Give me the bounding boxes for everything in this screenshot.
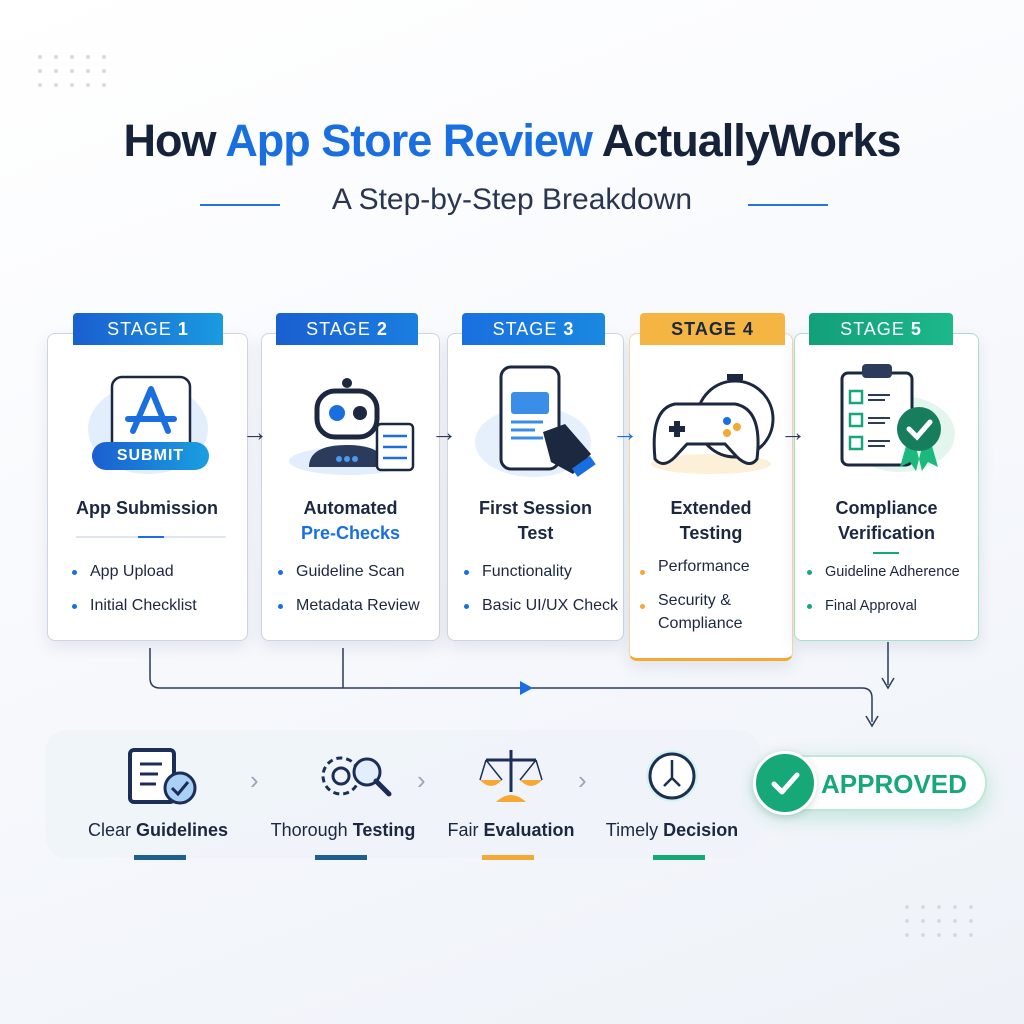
clipboard-badge-icon bbox=[840, 364, 955, 472]
stage-title: App Submission bbox=[75, 498, 218, 518]
checkmark-icon bbox=[753, 751, 817, 815]
stage-bullets: Guideline Adherence Final Approval bbox=[807, 555, 960, 623]
bullet-item: Initial Checklist bbox=[72, 589, 197, 623]
underline-bar bbox=[315, 855, 367, 860]
robot-checklist-icon bbox=[289, 378, 415, 475]
gear-magnifier-icon bbox=[321, 756, 392, 797]
approved-label: APPROVED bbox=[821, 769, 967, 799]
divider bbox=[76, 536, 226, 538]
submit-badge: SUBMIT bbox=[92, 442, 209, 470]
bullet-item: Basic UI/UX Check bbox=[464, 589, 618, 623]
bullet-item: Security & Compliance bbox=[640, 589, 790, 635]
flow-arrowhead bbox=[520, 681, 533, 695]
stage-bullets: Functionality Basic UI/UX Check bbox=[464, 555, 618, 623]
page-subtitle: A Step-by-Step Breakdown bbox=[331, 183, 693, 216]
bullet-item: Guideline Scan bbox=[278, 555, 420, 589]
underline-bar bbox=[482, 855, 534, 860]
divider bbox=[200, 204, 280, 206]
chevron-right-icon: › bbox=[578, 765, 587, 795]
arrow-right-icon: → bbox=[242, 417, 268, 447]
principle-label: Clear Guidelines bbox=[87, 820, 229, 840]
arrow-right-icon: → bbox=[431, 417, 457, 447]
decorative-dots bbox=[38, 55, 108, 87]
arrow-right-icon: → bbox=[780, 417, 806, 447]
approved-badge: APPROVED bbox=[753, 751, 987, 815]
bullet-item: Metadata Review bbox=[278, 589, 420, 623]
bullet-item: Performance bbox=[640, 555, 790, 578]
page-title: How App Store Review ActuallyWorks bbox=[123, 115, 901, 166]
underline-bar bbox=[134, 855, 186, 860]
stage-bullets: Guideline Scan Metadata Review bbox=[278, 555, 420, 623]
stage-bullets: App Upload Initial Checklist bbox=[72, 555, 197, 623]
underline-bar bbox=[653, 855, 705, 860]
principle-label: Fair Evaluation bbox=[447, 820, 575, 840]
divider bbox=[748, 204, 828, 206]
chevron-right-icon: › bbox=[417, 765, 426, 795]
decorative-dots bbox=[905, 905, 975, 937]
bullet-item: Guideline Adherence bbox=[807, 555, 960, 589]
clock-icon bbox=[646, 750, 698, 802]
bullet-item: Functionality bbox=[464, 555, 618, 589]
bullet-item: App Upload bbox=[72, 555, 197, 589]
stage-card-1: SUBMIT App Submission App Upload Initial… bbox=[47, 333, 248, 641]
principle-label: Timely Decision bbox=[605, 820, 739, 840]
stage-bullets: Performance Security & Compliance bbox=[640, 555, 790, 635]
arrow-right-icon: → bbox=[612, 417, 638, 447]
gamepad-stopwatch-icon bbox=[651, 374, 775, 474]
phone-tap-icon bbox=[475, 365, 596, 477]
principle-label: Thorough Testing bbox=[270, 820, 416, 840]
divider bbox=[873, 552, 899, 554]
chevron-right-icon: › bbox=[250, 765, 259, 795]
bullet-item: Final Approval bbox=[807, 589, 960, 623]
scales-icon bbox=[479, 750, 543, 802]
document-check-icon bbox=[128, 748, 197, 805]
